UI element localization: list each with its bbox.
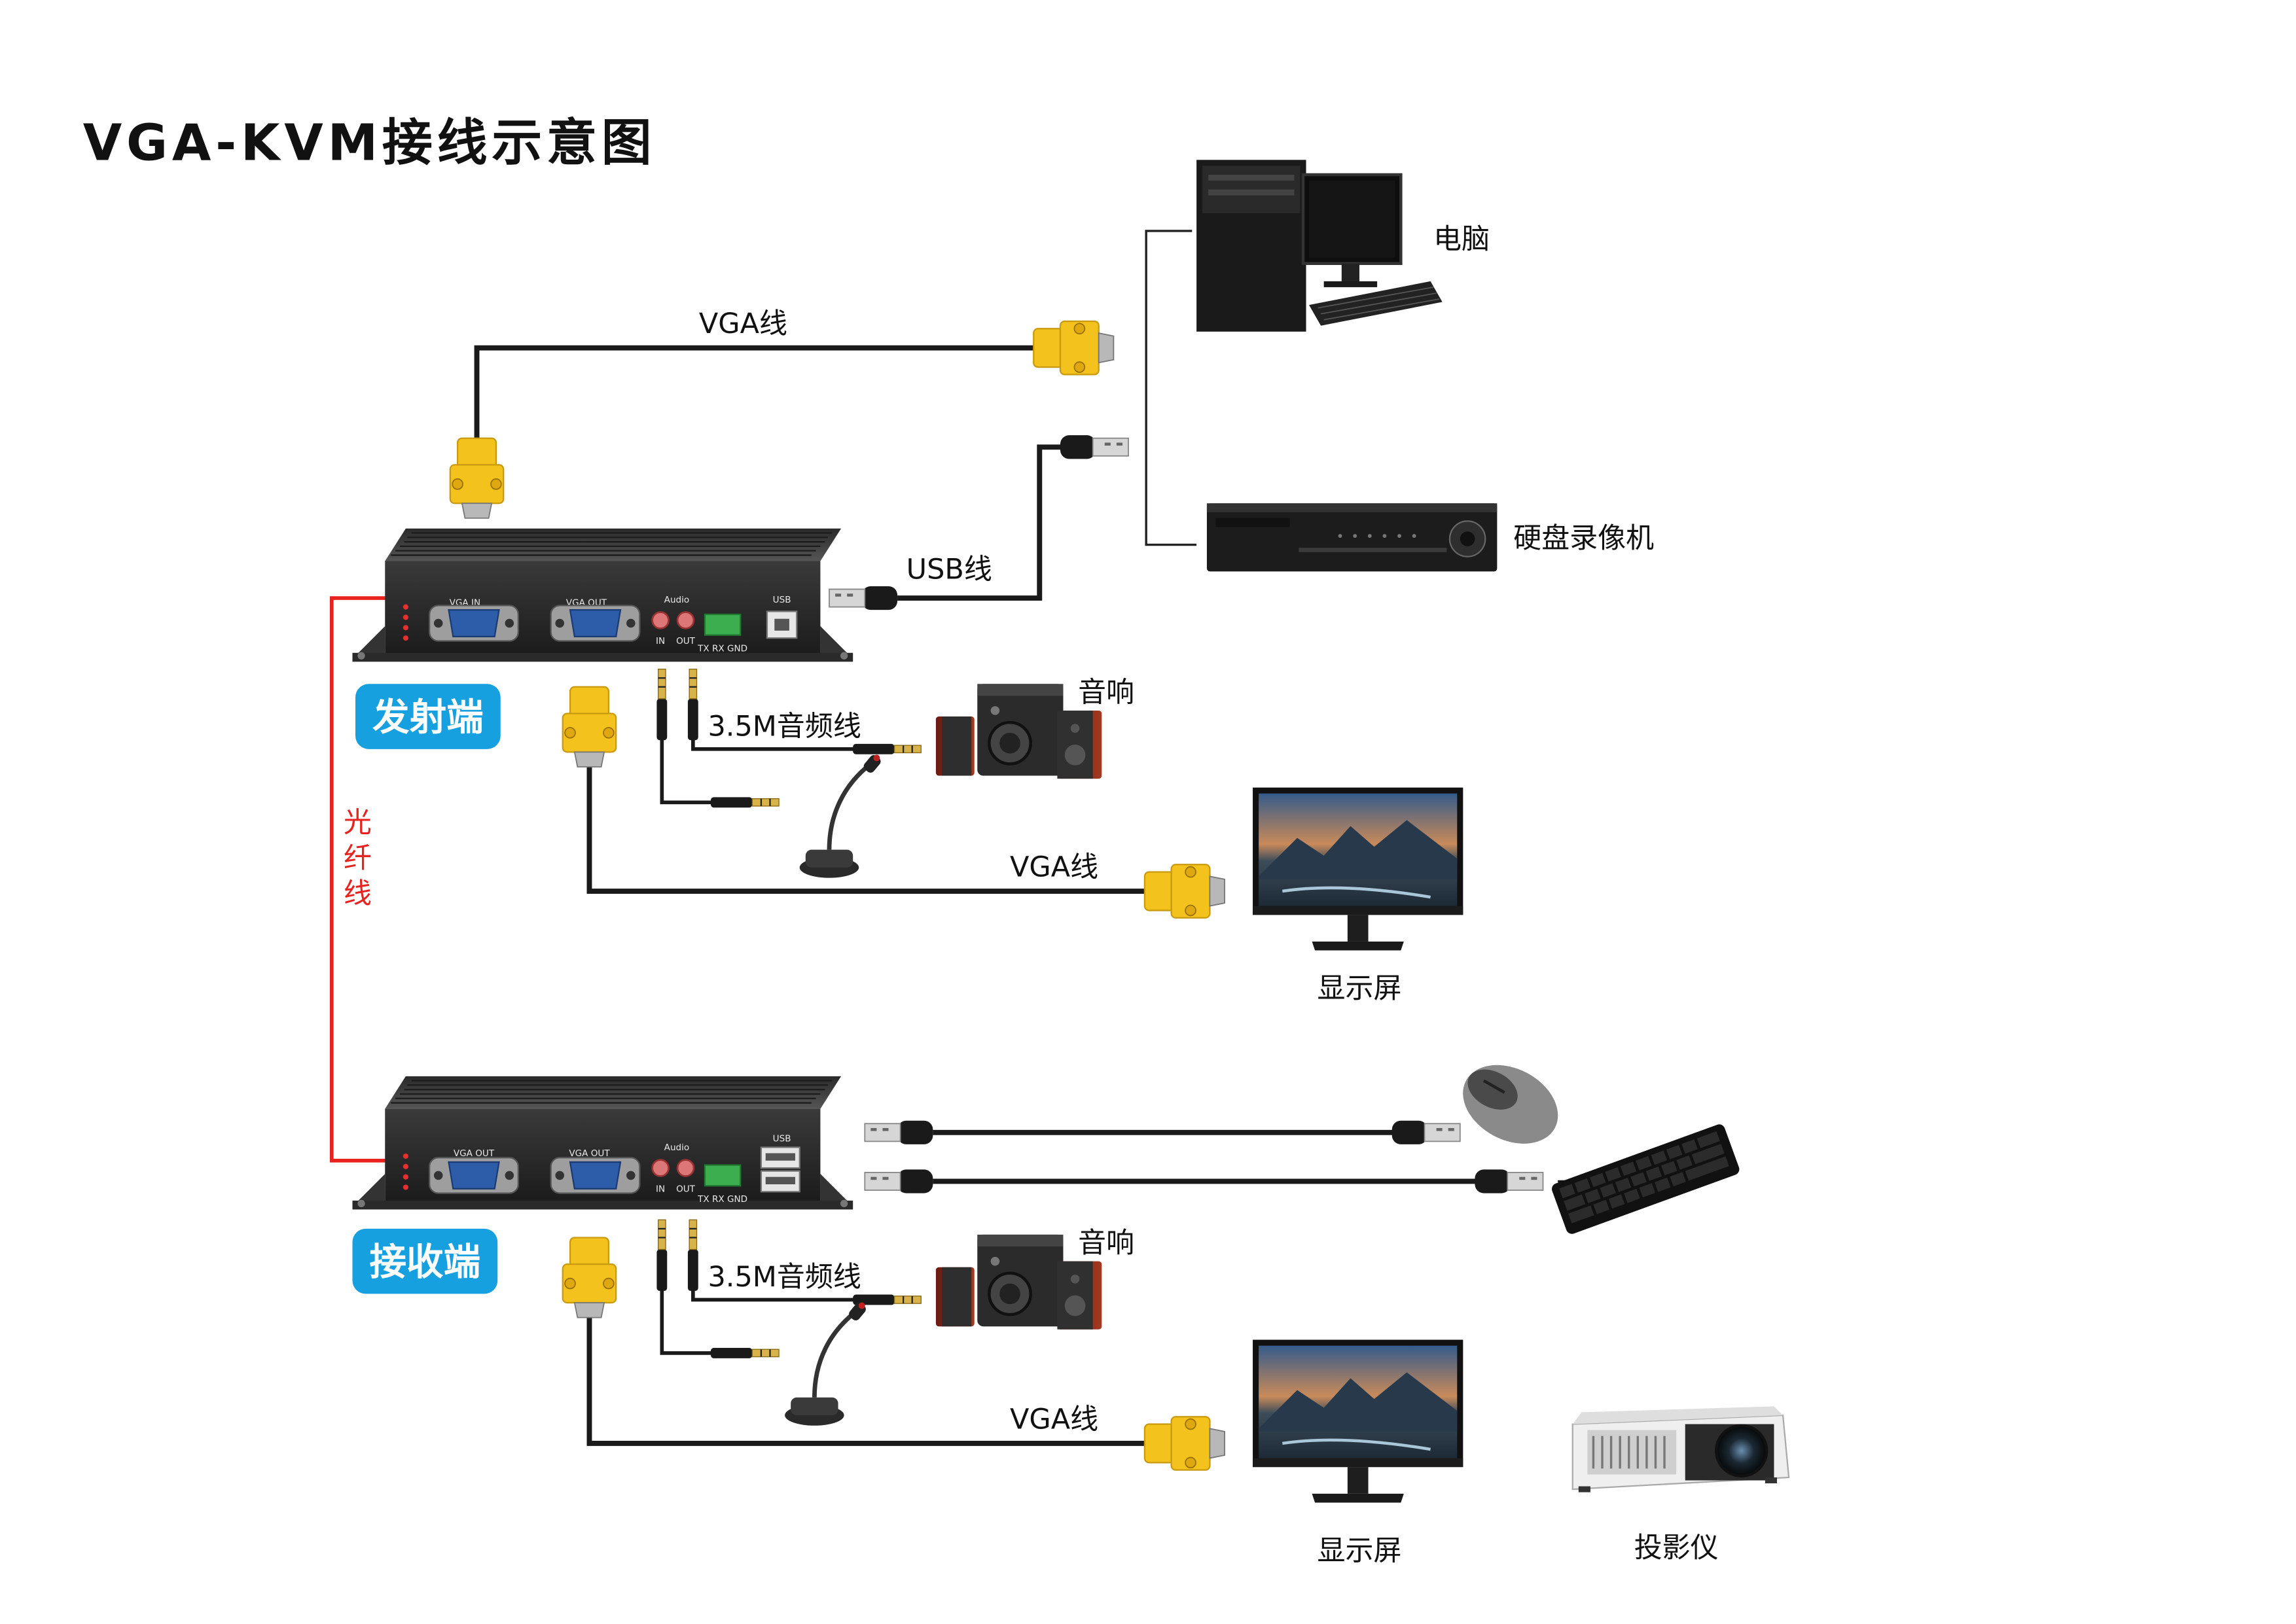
port-label-serial: TX RX GND bbox=[697, 1194, 747, 1205]
speaker-set-bottom bbox=[936, 1235, 1102, 1330]
monitor-top-label: 显示屏 bbox=[1318, 972, 1402, 1005]
usb-cable-top-label: USB线 bbox=[906, 554, 992, 586]
vga-cable-top-label: VGA线 bbox=[699, 308, 787, 340]
vga-cable-rx-monitor bbox=[586, 1298, 1148, 1446]
audio-cable-tx-in bbox=[660, 725, 720, 805]
port-label-vga-out-2: VGA OUT bbox=[569, 1148, 610, 1159]
audio-jack-speaker-top bbox=[852, 743, 922, 755]
transmitter-badge-label: 发射端 bbox=[372, 696, 484, 739]
port-label-audio-out: OUT bbox=[676, 636, 696, 646]
speaker-top-label: 音响 bbox=[1078, 676, 1134, 709]
port-label-vga-out-1: VGA OUT bbox=[454, 1148, 495, 1159]
led-column bbox=[403, 1153, 408, 1190]
vga-cable-tx-monitor-label: VGA线 bbox=[1010, 851, 1098, 883]
microphone-bottom bbox=[785, 1301, 868, 1425]
vga-out-port bbox=[550, 605, 641, 642]
fiber-label-char-1: 光 bbox=[344, 807, 372, 839]
port-label-audio: Audio bbox=[664, 595, 690, 605]
port-label-serial: TX RX GND bbox=[697, 644, 747, 654]
receiver-badge: 接收端 bbox=[352, 1228, 498, 1294]
fiber-label-char-3: 线 bbox=[344, 877, 372, 910]
serial-terminal-block bbox=[704, 1164, 742, 1187]
audio-jack-mic-top bbox=[709, 796, 780, 809]
vga-connector-computer bbox=[1033, 320, 1115, 376]
audio-jack-rx-out bbox=[687, 1219, 699, 1292]
vga-out-port-2 bbox=[550, 1157, 641, 1194]
audio-jack-mic-bottom bbox=[709, 1347, 780, 1359]
monitor-bottom-label: 显示屏 bbox=[1318, 1535, 1402, 1568]
mouse-device bbox=[1463, 1065, 1558, 1144]
transmitter-unit: VGA IN VGA OUT Audio IN OUT TX RX GND US… bbox=[351, 527, 854, 663]
computer-device bbox=[1196, 160, 1443, 332]
transmitter-badge: 发射端 bbox=[355, 684, 501, 749]
usb-connector-rx-1 bbox=[864, 1120, 934, 1146]
port-label-audio-in: IN bbox=[656, 1184, 665, 1194]
usb-connector-tx bbox=[828, 585, 899, 611]
audio-out-jack bbox=[676, 611, 695, 629]
computer-label: 电脑 bbox=[1433, 223, 1490, 256]
audio-jack-tx-in bbox=[656, 668, 668, 741]
usb-connector-mouse bbox=[1391, 1120, 1461, 1146]
vga-connector-tx-in bbox=[449, 437, 505, 520]
fiber-label-char-2: 纤 bbox=[344, 842, 372, 875]
speaker-bottom-label: 音响 bbox=[1078, 1227, 1134, 1260]
fiber-label: 光 纤 线 bbox=[344, 807, 372, 911]
port-label-usb: USB bbox=[773, 1133, 791, 1144]
audio-in-jack bbox=[651, 1159, 670, 1177]
dvr-device bbox=[1206, 503, 1498, 572]
usb-connector-keyboard bbox=[1474, 1169, 1544, 1194]
audio-jack-rx-in bbox=[656, 1219, 668, 1292]
vga-cable-tx-monitor bbox=[586, 747, 1148, 894]
speaker-set-top bbox=[936, 684, 1102, 779]
vga-connector-tx-out bbox=[562, 686, 617, 768]
vga-cable-rx-monitor-label: VGA线 bbox=[1010, 1403, 1098, 1436]
vga-cable-top bbox=[474, 345, 1037, 444]
page-title: VGA-KVM接线示意图 bbox=[83, 114, 656, 172]
audio-cable-bottom-label: 3.5M音频线 bbox=[708, 1261, 861, 1294]
audio-cable-top-label: 3.5M音频线 bbox=[708, 710, 861, 743]
audio-jack-tx-out bbox=[687, 668, 699, 741]
led-column bbox=[403, 604, 408, 641]
audio-in-jack bbox=[651, 611, 670, 629]
vga-connector-rx-out bbox=[562, 1237, 617, 1318]
projector-label: 投影仪 bbox=[1634, 1532, 1719, 1564]
vga-connector-monitor-bottom bbox=[1143, 1416, 1226, 1471]
monitor-top bbox=[1253, 788, 1463, 951]
fiber-cable bbox=[329, 596, 397, 1163]
vga-out-port-1 bbox=[428, 1157, 520, 1194]
receiver-badge-label: 接收端 bbox=[370, 1241, 481, 1284]
monitor-bottom bbox=[1253, 1340, 1463, 1503]
port-label-usb: USB bbox=[773, 595, 791, 605]
keyboard-device bbox=[1552, 1124, 1740, 1234]
source-bracket bbox=[1145, 230, 1197, 546]
receiver-unit: VGA OUT VGA OUT Audio IN OUT TX RX GND U… bbox=[351, 1075, 854, 1210]
serial-terminal-block bbox=[704, 613, 742, 636]
dvr-label: 硬盘录像机 bbox=[1513, 522, 1654, 555]
port-label-audio: Audio bbox=[664, 1142, 690, 1153]
usb-connector-source bbox=[1059, 434, 1130, 460]
vga-connector-monitor-top bbox=[1143, 864, 1226, 919]
microphone-top bbox=[800, 753, 883, 877]
vga-in-port bbox=[428, 605, 520, 642]
audio-cable-rx-in bbox=[660, 1276, 720, 1355]
projector-device bbox=[1571, 1406, 1790, 1492]
port-label-audio-in: IN bbox=[656, 636, 665, 646]
port-label-audio-out: OUT bbox=[676, 1184, 696, 1194]
usb-connector-rx-2 bbox=[864, 1169, 934, 1194]
usb-cable-top bbox=[897, 444, 1067, 601]
audio-out-jack bbox=[676, 1159, 695, 1177]
